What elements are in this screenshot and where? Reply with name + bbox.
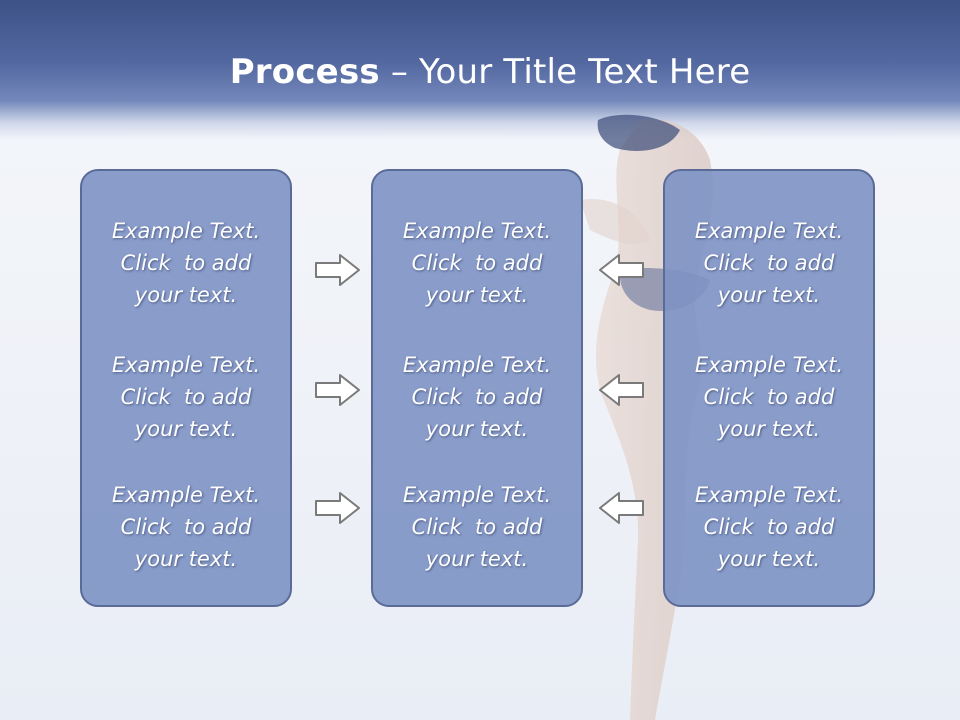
arrow-left-icon [599, 254, 644, 286]
title-bold: Process [229, 52, 380, 92]
slide-title[interactable]: Process – Your Title Text Here [0, 52, 960, 92]
arrow-left-icon [599, 492, 644, 524]
arrow-right-icon [315, 254, 360, 286]
arrow-left-icon [599, 374, 644, 406]
arrow-right-icon [315, 374, 360, 406]
arrow-right-icon [315, 492, 360, 524]
title-rest: – Your Title Text Here [379, 52, 751, 92]
header-banner [0, 0, 960, 140]
